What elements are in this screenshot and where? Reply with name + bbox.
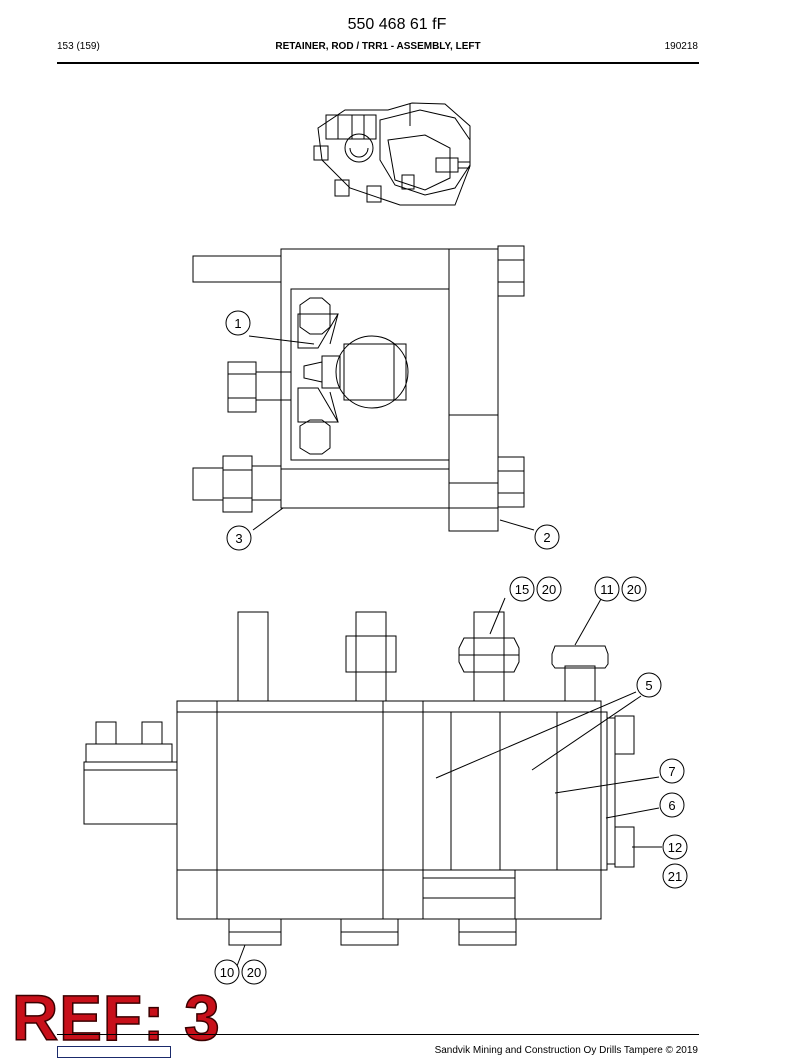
isometric-view (313, 102, 471, 206)
svg-text:20: 20 (627, 582, 641, 597)
svg-text:1: 1 (234, 316, 241, 331)
page-number: 153 (159) (57, 41, 100, 52)
callout-12: 12 (662, 834, 688, 860)
callout-6: 6 (659, 792, 685, 818)
svg-text:11: 11 (600, 582, 614, 597)
svg-text:20: 20 (247, 965, 261, 980)
footer-rule (57, 1034, 699, 1035)
callout-11: 11 (594, 576, 620, 602)
callout-1: 1 (225, 310, 251, 336)
svg-text:2: 2 (543, 530, 550, 545)
callout-7: 7 (659, 758, 685, 784)
callout-3: 3 (226, 525, 252, 551)
front-view (192, 245, 535, 532)
ref-stamp: REF: 3 (11, 982, 221, 1054)
callout-20-a: 20 (536, 576, 562, 602)
svg-text:5: 5 (645, 678, 652, 693)
callout-21: 21 (662, 863, 688, 889)
page-title: RETAINER, ROD / TRR1 - ASSEMBLY, LEFT (275, 41, 481, 52)
header-rule (57, 62, 699, 64)
callout-2: 2 (534, 524, 560, 550)
callout-10: 10 (214, 959, 240, 985)
callouts: 1 3 2 15 20 11 20 5 7 6 12 21 10 20 (214, 310, 688, 985)
date-code: 190218 (664, 41, 698, 52)
callout-5: 5 (636, 672, 662, 698)
document-number: 550 468 61 fF (347, 16, 447, 33)
side-view (83, 597, 662, 967)
svg-text:6: 6 (668, 798, 675, 813)
svg-text:7: 7 (668, 764, 675, 779)
callout-15: 15 (509, 576, 535, 602)
svg-text:10: 10 (220, 965, 234, 980)
footer-copyright: Sandvik Mining and Construction Oy Drill… (434, 1045, 698, 1056)
svg-text:15: 15 (515, 582, 529, 597)
svg-text:21: 21 (668, 869, 682, 884)
svg-text:12: 12 (668, 840, 682, 855)
svg-text:20: 20 (542, 582, 556, 597)
callout-20-c: 20 (241, 959, 267, 985)
callout-20-b: 20 (621, 576, 647, 602)
svg-text:3: 3 (235, 531, 242, 546)
brand-logo (57, 1046, 171, 1058)
